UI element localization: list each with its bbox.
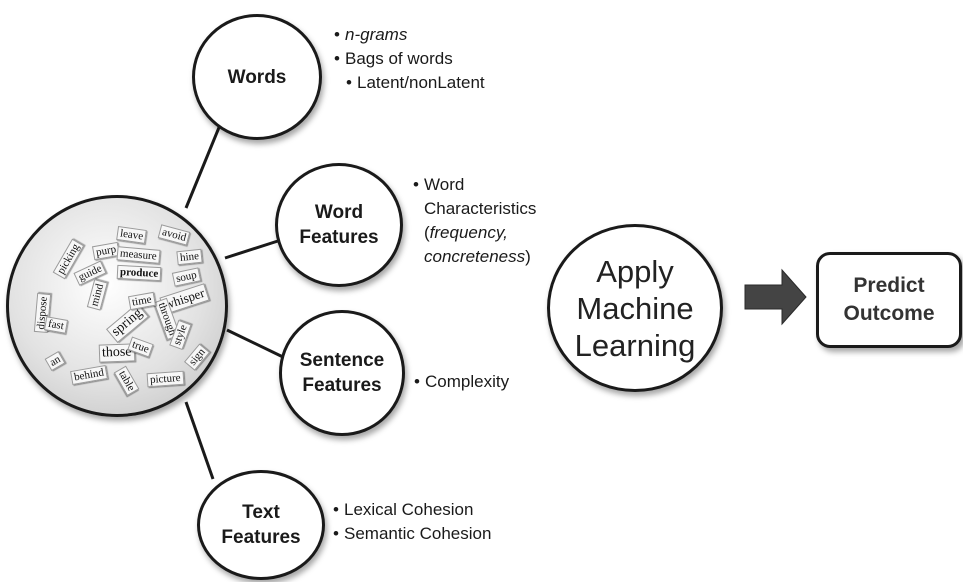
word-chip: sign (183, 343, 211, 371)
bullet-latent-nonlatent: Latent/nonLatent (346, 71, 485, 95)
word-chip: hine (176, 248, 203, 266)
words-node: Words (192, 14, 322, 140)
sentence-features-node: Sentence Features (279, 310, 405, 436)
word-chip: time (127, 291, 156, 311)
word-chip: produce (116, 264, 162, 282)
sentence-features-bullets: Complexity (414, 370, 509, 394)
bullet-word-characteristics: Word Characteristics (frequency, concret… (413, 173, 536, 269)
text-features-node: Text Features (197, 470, 325, 580)
bullet-bags-of-words: Bags of words (334, 47, 485, 71)
predict-outcome-label: Predict Outcome (843, 274, 935, 325)
bullet-n-grams: n-grams (334, 23, 485, 47)
words-node-label: Words (227, 66, 287, 88)
word-chip: soup (171, 267, 201, 287)
word-chip: picture (146, 370, 184, 388)
word-chip: mind (86, 279, 108, 311)
bullet-semantic-cohesion: Semantic Cohesion (333, 522, 491, 546)
word-chip: behind (70, 364, 108, 386)
word-chip: spring (106, 302, 149, 344)
word-chip: an (44, 350, 66, 372)
word-features-node: Word Features (275, 163, 403, 287)
text-features-node-label: Text Features (221, 502, 301, 548)
word-chip: table (113, 365, 140, 397)
word-chip: leave (116, 226, 148, 244)
sentence-features-node-label: Sentence Features (299, 350, 385, 396)
bullet-lexical-cohesion: Lexical Cohesion (333, 498, 491, 522)
word-features-node-label: Word Features (299, 202, 379, 248)
word-chip: avoid (157, 224, 191, 246)
connector-to-sentence-features (226, 328, 284, 359)
connector-to-word-features (224, 238, 282, 260)
text-features-bullets: Lexical Cohesion Semantic Cohesion (333, 498, 491, 546)
word-features-bullets: Word Characteristics (frequency, concret… (413, 173, 536, 269)
apply-machine-learning-node: Apply Machine Learning (547, 224, 723, 392)
apply-machine-learning-label: Apply Machine Learning (574, 253, 696, 363)
bullet-complexity: Complexity (414, 370, 509, 394)
connector-to-words (184, 124, 222, 209)
word-cloud-ball-image: leave avoid purp measure hine picking pr… (6, 195, 228, 417)
word-chip: measure (116, 246, 161, 264)
connector-to-text-features (184, 401, 215, 480)
right-arrow-icon (744, 268, 807, 326)
words-bullets: n-grams Bags of words Latent/nonLatent (334, 23, 485, 95)
predict-outcome-box: Predict Outcome (816, 252, 962, 348)
